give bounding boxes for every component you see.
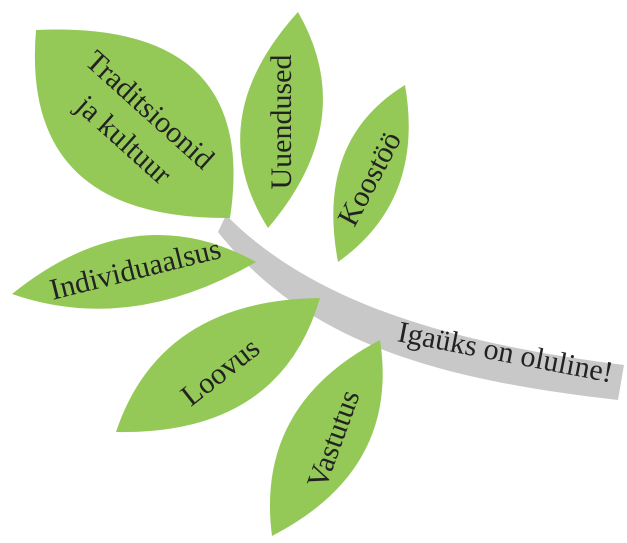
leaf-individuaalsus-shape	[12, 234, 256, 309]
leaf-loovus: Loovus	[116, 298, 320, 433]
leaf-loovus-shape	[116, 298, 320, 433]
leaf-individuaalsus: Individuaalsus	[12, 232, 256, 309]
leaf-vastutus-shape	[269, 340, 383, 536]
leaf-uuendused-label: Uuendused	[265, 55, 298, 190]
leaf-uuendused: Uuendused	[240, 12, 323, 228]
leaf-koostoo-shape	[333, 85, 409, 262]
branch-stem	[218, 215, 624, 400]
leaf-koostoo: Koostöö	[331, 85, 409, 262]
leaf-traditsioonid-shape	[34, 29, 234, 219]
leaf-traditsioonid: Traditsioonid ja kultuur	[34, 29, 234, 219]
leaf-uuendused-shape	[240, 12, 323, 228]
leaf-vastutus: Vastutus	[269, 340, 383, 536]
